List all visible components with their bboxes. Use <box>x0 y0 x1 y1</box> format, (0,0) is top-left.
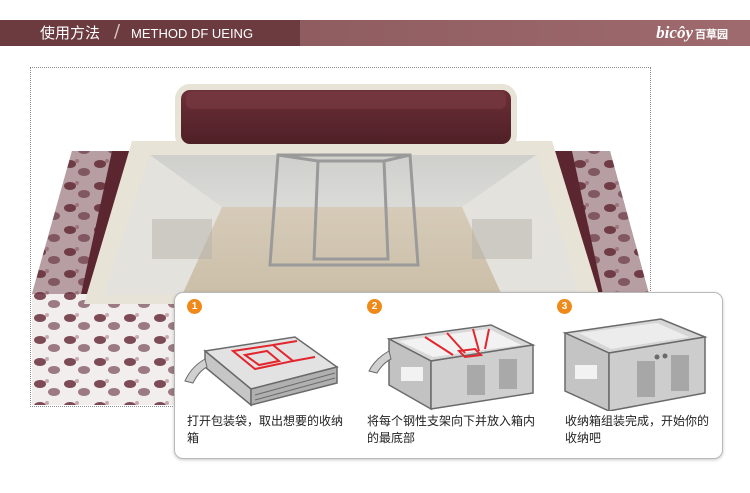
open-box-frame-illustration <box>368 324 536 411</box>
step-2-description: 将每个钢性支架向下并放入箱内的最底部 <box>367 414 536 445</box>
step-3-description: 收纳箱组装完成，开始你的收纳吧 <box>565 414 710 445</box>
header-title-en: METHOD DF UEING <box>131 26 254 41</box>
brand-name-zh: 百草园 <box>695 28 728 41</box>
step-3-number-badge: 3 <box>557 299 572 314</box>
step-3: 3 收纳箱组装完成，开始你的收纳吧 <box>545 293 722 458</box>
folded-box-illustration <box>184 336 339 407</box>
brand-name-en: bicôy <box>656 23 693 42</box>
header-decor-block <box>300 20 750 46</box>
step-2-number-badge: 2 <box>367 299 382 314</box>
step-1: 1 打开包装袋，取出想要的收纳箱 <box>175 293 355 458</box>
assembled-box-illustration <box>562 318 708 411</box>
header-title-block <box>0 20 300 46</box>
step-1-description: 打开包装袋，取出想要的收纳箱 <box>187 414 344 445</box>
step-1-number-badge: 1 <box>187 299 202 314</box>
step-2: 2 将每个钢性支架向下并放入箱内的最底部 <box>355 293 545 458</box>
header-separator: / <box>114 21 121 42</box>
instruction-steps-panel: 1 打开包装袋，取出想要的收纳箱 2 <box>174 292 723 459</box>
header-title-zh: 使用方法 <box>40 24 101 42</box>
